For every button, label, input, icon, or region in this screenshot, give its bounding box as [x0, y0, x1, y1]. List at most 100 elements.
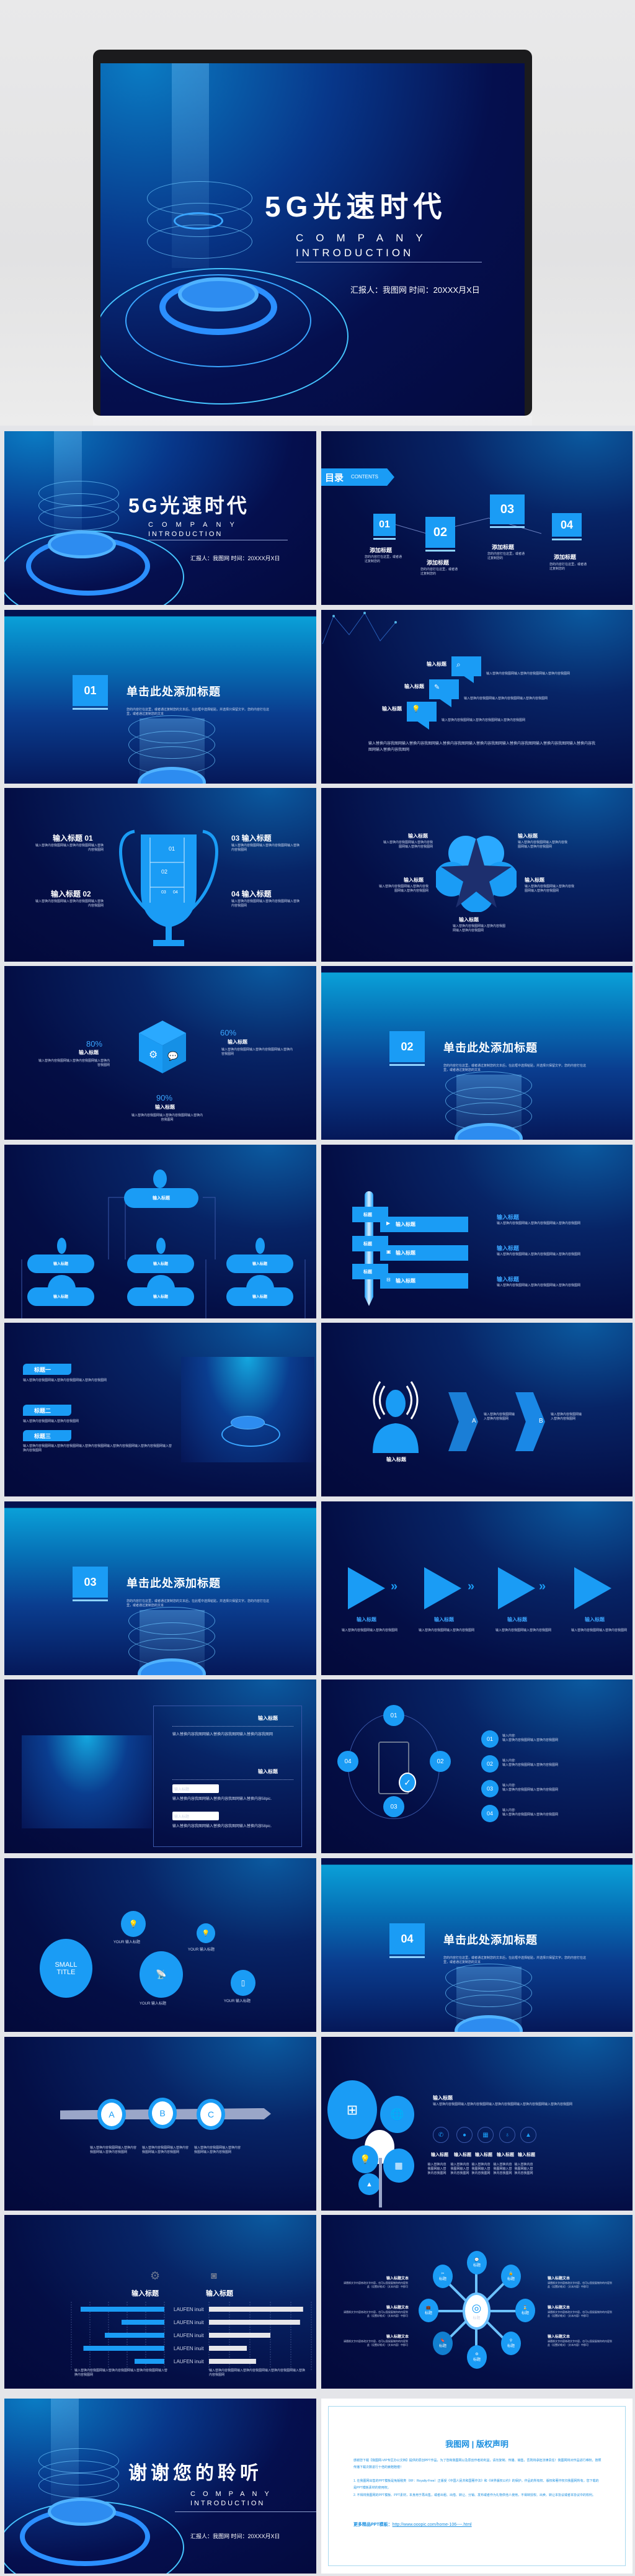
slide-abc[interactable]: A B C 输入替换内容我图网输入替换内容我图网输入替换内容我图网 输入替换内容…	[4, 2037, 316, 2211]
org-node-bottom-2[interactable]: 输入标题	[127, 1287, 194, 1306]
abc-desc-b: 输入替换内容我图网输入替换内容我图网输入替换内容我图网	[142, 2146, 189, 2154]
cover-reporter: 汇报人：我图网 时间：20XXX月X日	[350, 285, 480, 295]
contents-num-2: 02	[425, 517, 455, 552]
panel-tag-1: 输入标题	[172, 1784, 219, 1793]
slide-person[interactable]: 输入标题 A 输入替换内容我图网输入替换内容我图网 B 输入替换内容我图网输入替…	[321, 1323, 633, 1496]
org-node-label: 输入标题	[153, 1295, 168, 1299]
org-node-mid-2[interactable]: 输入标题	[127, 1254, 194, 1273]
pencil-bar-label: 输入标题	[396, 1278, 415, 1284]
svg-text:LAUFEN inuit: LAUFEN inuit	[174, 2320, 204, 2325]
slide-bubbles[interactable]: SMALL TITLE 💡 YOUR 输入标题 💡 YOUR 输入标题 📡 YO…	[4, 1858, 316, 2032]
cube-icon: ⚙ 💬	[139, 1021, 186, 1073]
trophy-title-1: 输入标题 01	[53, 834, 93, 843]
slide-flower[interactable]: ◎标题 💬标题 🔒标题 ⌛标题 ⚲标题 ⚙标题 🔖标题 💼标题 ✂标题 输入标题…	[321, 2215, 633, 2389]
org-node-mid-3[interactable]: 输入标题	[226, 1254, 293, 1273]
step-tail-3	[417, 721, 429, 730]
contents-num-4: 04	[552, 513, 582, 540]
slide-bar-chart[interactable]: ⚙ ◙ 输入标题 (left) 输入标题 输入标题 LAUFEN inuitLA…	[4, 2215, 316, 2389]
network-decoration	[322, 612, 397, 645]
tree-item-desc-1: 输入替换内容我图网输入替换内容我图网	[427, 2163, 446, 2175]
star-title-2: 输入标题	[518, 833, 538, 839]
checklist-node-1: 01	[383, 1705, 404, 1726]
trophy-desc-3: 输入替换内容我图网输入替换内容我图网输入替换内容我图网	[231, 844, 300, 852]
copyright-more: 更多精品PPT模板：http://www.ooopic.com/home-106…	[353, 2521, 472, 2528]
slide-tree[interactable]: ⊞ 🌐 💡 ▦ ▲ 输入标题 输入替换内容我图网输入替换内容我图网输入替换内容我…	[321, 2037, 633, 2211]
chart-right-title: 输入标题	[206, 2290, 233, 2297]
checklist-item-num-3: 03	[481, 1780, 499, 1797]
slide-cube[interactable]: ⚙ 💬 80% 输入标题 输入替换内容我图网输入替换内容我图网输入替换内容我图网…	[4, 966, 316, 1140]
slide-triangles[interactable]: » » » 输入标题 输入替换内容我图网输入替换内容我图网 输入标题 输入替换内…	[321, 1501, 633, 1675]
slide-checklist[interactable]: ✓ 01 02 03 04 01 输入内容:输入替换内容我图网输入替换内容我图网…	[321, 1679, 633, 1853]
cube-desc-1: 输入替换内容我图网输入替换内容我图网输入替换内容我图网	[38, 1059, 110, 1067]
double-chevron-icon: »	[539, 1580, 546, 1593]
target-cursor-icon: ◎	[471, 2302, 482, 2314]
person-icon	[57, 1238, 66, 1254]
org-node-label: 输入标题	[153, 1263, 168, 1266]
star-flower-icon	[436, 836, 517, 912]
org-node-top[interactable]: 输入标题	[124, 1188, 198, 1208]
abc-desc-c: 输入替换内容我图网输入替换内容我图网输入替换内容我图网	[194, 2146, 241, 2154]
pencil-tab-label: 标题	[363, 1270, 372, 1274]
flower-petal-gears: ⚙标题	[467, 2345, 487, 2369]
ring	[147, 225, 252, 259]
video-icon: ▶	[386, 1220, 391, 1226]
monitor-bezel: 5G光速时代 COMPANY INTRODUCTION 汇报人：我图网 时间：2…	[93, 50, 532, 416]
chevron-a-desc: 输入替换内容我图网输入替换内容我图网	[484, 1413, 515, 1421]
pencil-bar-2[interactable]: ▣输入标题	[380, 1245, 468, 1261]
slide-cover[interactable]: 5G光速时代 COMPANY INTRODUCTION 汇报人：我图网 时间：2…	[4, 431, 316, 605]
slide-panel[interactable]: 输入标题 输入替换内容我图网输入替换内容我图网输入替换内容我图网 输入标题 输入…	[4, 1679, 316, 1853]
slide-contents[interactable]: 目录 CONTENTS 01 02 03 04 添加标题 您的内容打在这里，或者…	[321, 431, 633, 605]
panel-paragraph-1: 输入替换内容我图网输入替换内容我图网输入替换内容我图网	[172, 1733, 273, 1737]
slide-section-04[interactable]: 04 单击此处添加标题 您的内容打在这里，或者通过复制您的文本后，在此框中选择粘…	[321, 1858, 633, 2032]
copyright-paragraph-3: 2. 不得将我图网的PPT模板、PPT素材，本身用于再出售，或者出租、出借、转让…	[353, 2493, 596, 2497]
slide-star[interactable]: 输入标题 输入替换内容我图网输入替换内容我图网输入替换内容我图网 输入标题 输入…	[321, 788, 633, 962]
checklist-item-label: 输入内容:	[502, 1784, 516, 1787]
bubble-label-3: YOUR 输入标题	[140, 2002, 167, 2006]
panel-paragraph-3: 输入替换内容我图网输入替换内容我图网输入替换内容58pic.	[172, 1825, 272, 1828]
slide-pencil[interactable]: 标题 标题 标题 ▶输入标题 ▣输入标题 ⊟输入标题 输入标题 输入替换内容我图…	[321, 1145, 633, 1318]
slide-copyright[interactable]: 我图网 | 版权声明 感谢您下载【我图网-VIP专区办公文档】提供的原创PPT作…	[321, 2399, 633, 2574]
tree-item-title-1: 输入标题	[431, 2153, 448, 2157]
chart-icon: ▲	[358, 2173, 380, 2195]
checklist-item-label: 输入内容:	[502, 1759, 516, 1763]
globe-icon: ●	[456, 2127, 473, 2143]
pencil-bar-1[interactable]: ▶输入标题	[380, 1217, 468, 1232]
divider	[172, 1726, 293, 1727]
trophy-desc-4: 输入替换内容我图网输入替换内容我图网输入替换内容我图网	[231, 900, 300, 908]
abc-node-a: A	[97, 2099, 126, 2130]
flower-item-title-3: 输入标题文本	[386, 2335, 409, 2339]
flower-item-title-4: 输入标题文本	[548, 2277, 571, 2281]
cube-desc-3: 输入替换内容我图网输入替换内容我图网输入替换内容我图网	[131, 1114, 203, 1122]
slide-section-01[interactable]: 01 单击此处添加标题 您的内容打在这里，或者通过复制您的文本后，在此框中选择粘…	[4, 610, 316, 784]
flower-petal-briefcase: 💼标题	[419, 2299, 438, 2322]
slide-three-titles[interactable]: 标题一 输入替换内容我图网输入替换内容我图网输入替换内容我图网 标题二 输入替换…	[4, 1323, 316, 1496]
triangle-title-1: 输入标题	[357, 1617, 376, 1622]
star-desc-3: 输入替换内容我图网输入替换内容我图网输入替换内容我图网	[379, 885, 429, 893]
bulb-icon: 💡	[121, 1911, 146, 1937]
inbox-icon: ⊟	[386, 1277, 391, 1282]
thanks-subtitle-1: COMPANY	[190, 2490, 277, 2498]
flower-center: ◎标题	[463, 2292, 491, 2330]
triangle-desc-1: 输入替换内容我图网输入替换内容我图网	[341, 1629, 397, 1632]
org-connectors	[21, 1197, 306, 1318]
pencil-bar-3[interactable]: ⊟ 输入标题	[380, 1273, 468, 1289]
person-broadcast-icon	[373, 1381, 419, 1453]
slide-section-02[interactable]: 02 单击此处添加标题 您的内容打在这里，或者通过复制您的文本后，在此框中选择粘…	[321, 966, 633, 1140]
org-node-bottom-3[interactable]: 输入标题	[226, 1287, 293, 1306]
slide-section-03[interactable]: 03 单击此处添加标题 您的内容打在这里，或者通过复制您的文本后，在此框中选择粘…	[4, 1501, 316, 1675]
section-number: 04	[389, 1923, 425, 1958]
platform-disc	[48, 2498, 116, 2526]
petal-label: 标题	[438, 2278, 446, 2281]
slide-thanks[interactable]: 谢谢您的聆听 COMPANY INTRODUCTION 汇报人：我图网 时间：2…	[4, 2399, 316, 2574]
antenna-icon: 📡	[140, 1951, 183, 1998]
slide-steps[interactable]: 输入标题 ⌕ 输入替换内容我图网输入替换内容我图网输入替换内容我图网 输入标题 …	[321, 610, 633, 784]
copyright-link[interactable]: http://www.ooopic.com/home-106----.html	[392, 2523, 472, 2527]
tree-item-desc-2: 输入替换内容我图网输入替换内容我图网	[450, 2163, 469, 2175]
globe-icon: 🌐	[380, 2096, 414, 2133]
title-tag-1: 标题一	[23, 1364, 71, 1375]
org-node-mid-1[interactable]: 输入标题	[27, 1254, 94, 1273]
slide-org-chart[interactable]: 输入标题 输入标题 输入标题 输入标题 输入标题 输入标题 输入标题	[4, 1145, 316, 1318]
slide-trophy[interactable]: 输入标题 01 输入替换内容我图网输入替换内容我图网输入替换内容我图网 输入标题…	[4, 788, 316, 962]
platform-ring	[125, 274, 311, 367]
org-node-bottom-1[interactable]: 输入标题	[27, 1287, 94, 1306]
